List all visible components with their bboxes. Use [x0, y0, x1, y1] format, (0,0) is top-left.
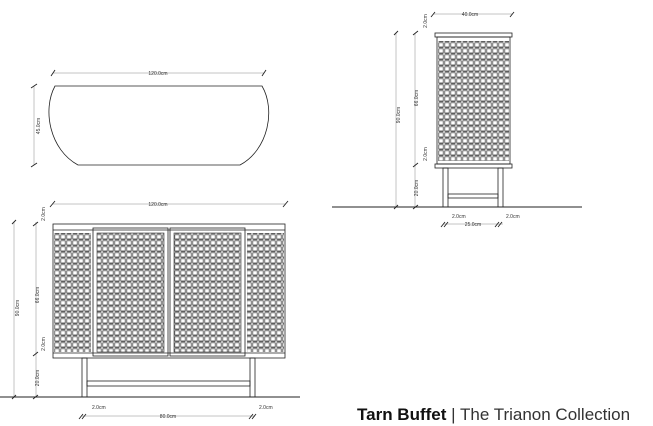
drawing-title: Tarn Buffet | The Trianon Collection: [357, 405, 630, 425]
product-name: Tarn Buffet: [357, 405, 447, 424]
top-outline: [48, 85, 270, 166]
door-left: [92, 227, 169, 357]
side-bottom: [434, 163, 513, 169]
side-top: [434, 32, 513, 38]
leg: [497, 167, 504, 208]
collection-name: The Trianon Collection: [459, 405, 631, 424]
side-bottom-label: 2.0cm: [423, 147, 429, 161]
side-height-label: 90.0cm: [396, 107, 402, 123]
leg: [81, 357, 88, 398]
stretcher: [447, 193, 499, 199]
front-inset-right-label: 2.0cm: [259, 405, 273, 411]
title-separator: |: [451, 405, 456, 424]
front-width-label: 120.0cm: [148, 202, 167, 208]
side-inset-left-label: 2.0cm: [452, 214, 466, 220]
side-body-label: 66.0cm: [414, 90, 420, 106]
stretcher: [86, 380, 251, 387]
front-height-label: 90.0cm: [15, 300, 21, 316]
plan-view: 120.0cm 45.0cm: [30, 69, 270, 168]
side-panel-right: [247, 233, 284, 352]
front-inset-left-label: 2.0cm: [92, 405, 106, 411]
door-right: [169, 227, 246, 357]
front-span-label: 80.0cm: [160, 414, 176, 420]
front-leg-label: 20.0cm: [35, 370, 41, 386]
side-top-label: 2.0cm: [423, 14, 429, 28]
plan-width-label: 120.0cm: [148, 71, 167, 77]
leg: [442, 167, 449, 208]
side-leg-label: 20.0cm: [414, 180, 420, 196]
front-body-label: 66.0cm: [35, 287, 41, 303]
leg: [249, 357, 256, 398]
plan-depth-label: 45.0cm: [36, 118, 42, 134]
side-elevation: 40.0cm 90.0cm 2.0cm 66.0cm 2.0cm 20.0cm …: [332, 11, 582, 228]
front-bottom-label: 2.0cm: [41, 337, 47, 351]
side-depth-label: 40.0cm: [462, 12, 478, 18]
front-top-label: 2.0cm: [41, 207, 47, 221]
side-inset-right-label: 2.0cm: [506, 214, 520, 220]
side-span-label: 25.0cm: [465, 222, 481, 228]
side-panel-left: [54, 233, 91, 352]
cabinet-body: [52, 223, 286, 359]
front-elevation: 120.0cm 90.0cm 2.0cm 66.0cm 2.0cm 20.0cm…: [0, 200, 300, 420]
